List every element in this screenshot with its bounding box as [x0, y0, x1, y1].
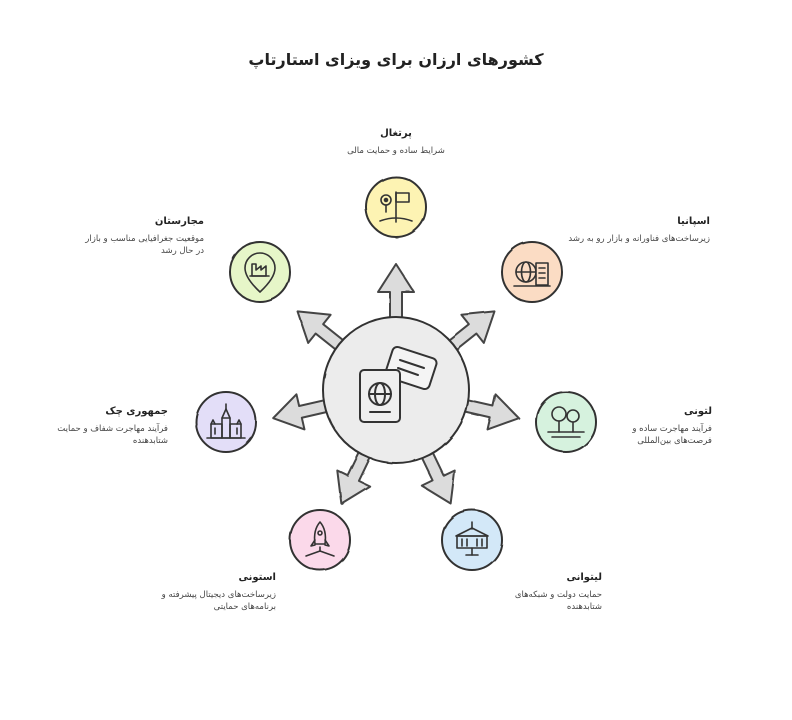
- country-name: استونی: [238, 572, 277, 583]
- map-pin-factory-icon: [244, 252, 276, 293]
- label-portugal: پرتغال شرایط ساده و حمایت مالی: [321, 128, 471, 157]
- country-desc: حمایت دولت و شبکه‌های شتابدهنده: [514, 590, 602, 612]
- label-czech: جمهوری چک فرآیند مهاجرت شفاف و حمایت شتا…: [46, 406, 168, 447]
- country-desc: فرآیند مهاجرت شفاف و حمایت شتابدهنده: [57, 424, 168, 446]
- node-hungary: [229, 241, 291, 303]
- country-name: اسپانیا: [677, 216, 710, 227]
- passport-and-ticket-icon: [359, 345, 438, 423]
- castle-icon: [206, 403, 246, 439]
- country-desc: فرآیند مهاجرت ساده و فرصت‌های بین‌المللی: [632, 424, 712, 446]
- node-portugal: [365, 176, 427, 238]
- trees-icon: [547, 406, 585, 438]
- country-name: مجارستان: [154, 216, 204, 227]
- node-lithuania: [441, 509, 503, 571]
- map-pin-flag-icon: [379, 191, 413, 223]
- country-name: پرتغال: [380, 128, 412, 139]
- node-czech: [195, 391, 257, 453]
- label-hungary: مجارستان موقعیت جغرافیایی مناسب و بازار …: [80, 216, 204, 257]
- country-name: لیتوانی: [566, 572, 603, 583]
- globe-building-icon: [513, 261, 551, 287]
- country-desc: شرایط ساده و حمایت مالی: [347, 146, 445, 156]
- country-name: لتونی: [684, 406, 712, 417]
- label-estonia: استونی زیرساخت‌های دیجیتال پیشرفته و برن…: [140, 572, 276, 613]
- country-desc: زیرساخت‌های فناورانه و بازار رو به رشد: [568, 234, 710, 244]
- label-spain: اسپانیا زیرساخت‌های فناورانه و بازار رو …: [560, 216, 710, 245]
- node-latvia: [535, 391, 597, 453]
- government-building-icon: [455, 521, 489, 556]
- center-hub: [322, 316, 470, 464]
- label-latvia: لتونی فرآیند مهاجرت ساده و فرصت‌های بین‌…: [600, 406, 712, 447]
- rocket-icon: [305, 521, 335, 557]
- diagram-title: کشورهای ارزان برای ویزای استارتاپ: [248, 50, 544, 69]
- node-estonia: [289, 509, 351, 571]
- node-spain: [501, 241, 563, 303]
- country-name: جمهوری چک: [105, 406, 168, 417]
- country-desc: زیرساخت‌های دیجیتال پیشرفته و برنامه‌های…: [161, 590, 276, 612]
- label-lithuania: لیتوانی حمایت دولت و شبکه‌های شتابدهنده: [502, 572, 602, 613]
- country-desc: موقعیت جغرافیایی مناسب و بازار در حال رش…: [85, 234, 204, 256]
